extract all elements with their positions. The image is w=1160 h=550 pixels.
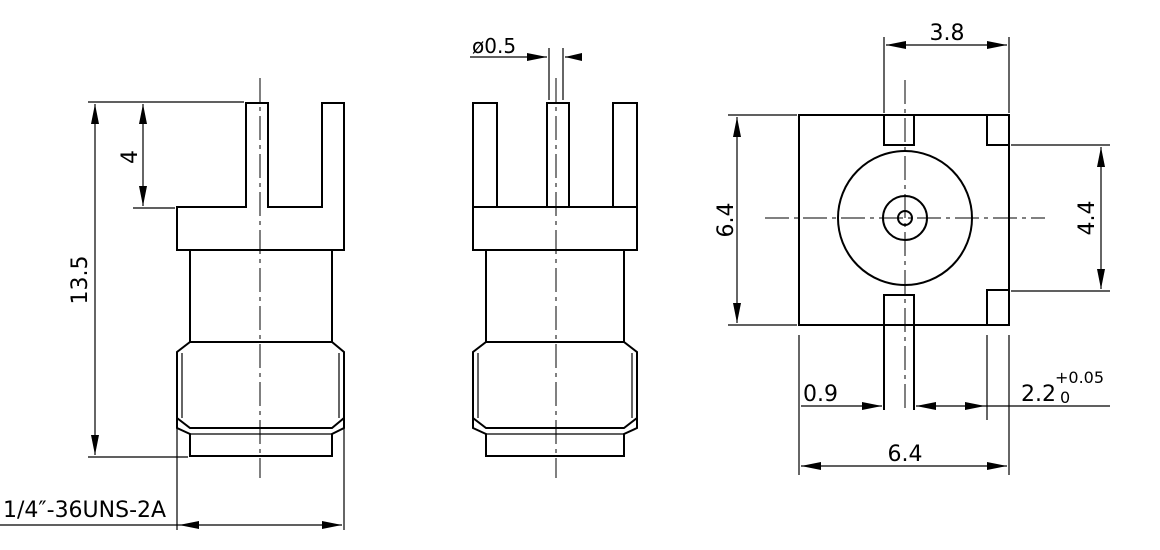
dim-pad-offset: 0.9 <box>803 382 838 407</box>
dim-height-total: 13.5 <box>68 256 93 305</box>
dim-thread: 1/4″-36UNS-2A <box>3 498 166 523</box>
side-view-bottom-ring <box>176 418 345 457</box>
arrowhead <box>1097 269 1105 289</box>
arrowhead <box>987 41 1007 49</box>
arrowhead <box>565 53 582 61</box>
arrowhead <box>965 402 985 410</box>
front-view: ø0.5 <box>470 34 638 478</box>
arrowhead <box>862 402 882 410</box>
side-view-flange-and-pins <box>176 102 345 251</box>
top-view-body <box>798 114 1010 326</box>
arrowhead <box>179 521 199 529</box>
arrowhead <box>91 435 99 455</box>
top-view: 3.8 6.4 4.4 0.9 2.2 +0.05 0 6.4 <box>714 21 1110 475</box>
front-view-thread <box>472 341 638 429</box>
dim-pin-diameter: ø0.5 <box>472 34 516 58</box>
dim-body-height: 6.4 <box>714 203 739 238</box>
pad <box>986 114 1010 146</box>
front-view-flange <box>472 206 638 251</box>
front-view-body <box>485 250 625 342</box>
arrowhead <box>987 462 1007 470</box>
pad <box>883 114 915 146</box>
dim-pad-width: 2.2 <box>1021 382 1056 407</box>
pad <box>883 294 915 326</box>
side-view-body <box>189 250 333 342</box>
pad <box>986 289 1010 326</box>
arrowhead <box>733 117 741 137</box>
front-view-bottom-ring <box>472 418 638 457</box>
dim-pad-tol-upper: +0.05 <box>1055 368 1104 387</box>
arrowhead <box>322 521 342 529</box>
arrowhead <box>91 104 99 124</box>
dim-pad-pitch: 4.4 <box>1075 201 1100 236</box>
arrowhead <box>527 53 547 61</box>
dim-pin-length: 4 <box>118 150 143 164</box>
arrowhead <box>733 303 741 323</box>
arrowhead <box>886 41 906 49</box>
dim-pad-tol-lower: 0 <box>1060 388 1070 407</box>
arrowhead <box>916 402 936 410</box>
arrowhead <box>801 462 821 470</box>
side-view-thread <box>176 341 345 429</box>
arrowhead <box>139 104 147 124</box>
front-view-pins <box>472 102 638 207</box>
dim-body-width: 6.4 <box>888 442 923 467</box>
arrowhead <box>1097 147 1105 167</box>
arrowhead <box>139 186 147 206</box>
side-view: 13.5 4 1/4″-36UNS-2A <box>0 78 345 530</box>
dim-pad-spacing: 3.8 <box>930 21 965 46</box>
